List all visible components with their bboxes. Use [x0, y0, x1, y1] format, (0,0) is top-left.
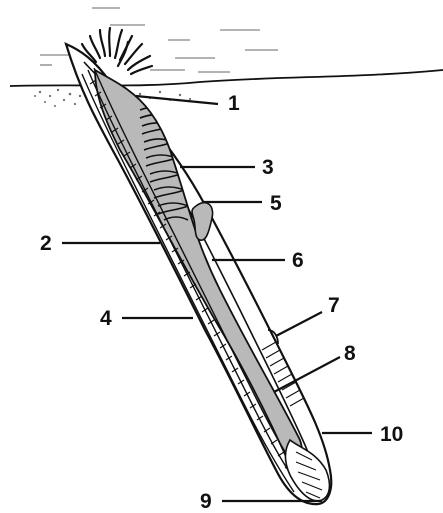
callout-5: 5: [202, 192, 282, 215]
label-6: 6: [292, 249, 304, 272]
label-2: 2: [40, 232, 52, 255]
gut-region: [95, 70, 302, 470]
label-4: 4: [100, 307, 112, 330]
callout-1: 1: [136, 92, 240, 115]
label-5: 5: [270, 192, 282, 215]
label-8: 8: [344, 342, 356, 365]
callout-2: 2: [40, 232, 160, 255]
callout-10: 10: [322, 423, 403, 446]
sediment-surface: [10, 70, 443, 107]
label-9: 9: [200, 490, 212, 513]
callout-3: 3: [180, 156, 274, 179]
label-3: 3: [262, 156, 274, 179]
label-10: 10: [380, 423, 403, 446]
callout-4: 4: [100, 307, 193, 330]
label-7: 7: [328, 294, 340, 317]
label-1: 1: [228, 92, 240, 115]
callout-7: 7: [276, 294, 340, 336]
